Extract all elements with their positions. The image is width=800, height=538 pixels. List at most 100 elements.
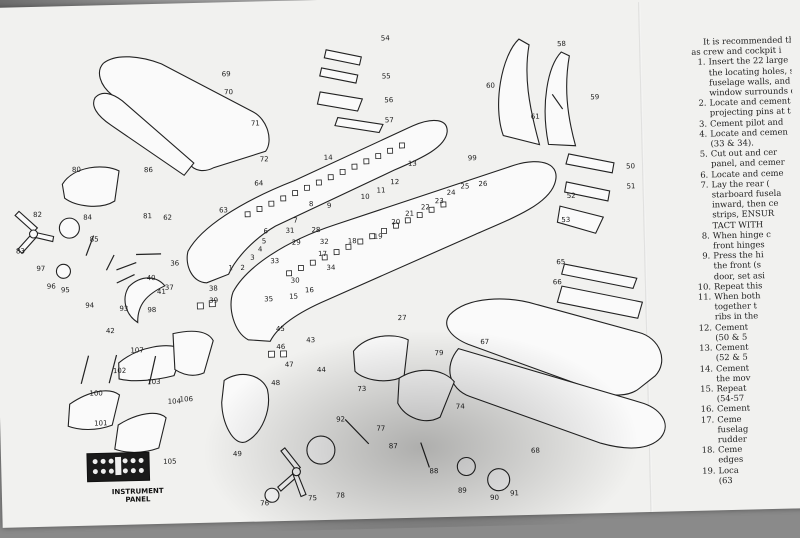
- part-number-label: 68: [531, 447, 540, 455]
- part-number-label: 31: [285, 227, 294, 235]
- part-number-label: 5: [262, 237, 267, 245]
- strip-56: [317, 91, 362, 112]
- step-number: 18.: [701, 445, 715, 456]
- stabilizer-left: [566, 153, 614, 174]
- guard-42: [124, 278, 165, 323]
- step-number: 3.: [693, 118, 707, 129]
- part-number-label: 1: [228, 264, 233, 272]
- part-number-label: 46: [276, 343, 286, 351]
- part-number-label: 87: [389, 442, 398, 450]
- part-number-label: 2: [240, 264, 245, 272]
- step-number: 4.: [693, 128, 707, 139]
- part-number-label: 91: [510, 489, 519, 497]
- panel-label-line2: PANEL: [112, 495, 164, 504]
- part-number-label: 102: [113, 367, 127, 375]
- step-text: Locate and cemen: [710, 126, 788, 138]
- canopy-49: [221, 374, 270, 443]
- part-number-label: 63: [219, 206, 228, 214]
- step-number: 8.: [696, 230, 710, 241]
- spinner-85: [59, 218, 79, 238]
- part-number-label: 39: [209, 297, 218, 305]
- assembly-instructions: It is recommended tha as crew and cockpi…: [691, 34, 800, 506]
- part-number-label: 100: [89, 389, 103, 397]
- part-number-label: 28: [311, 226, 320, 234]
- part-number-label: 34: [326, 264, 336, 272]
- part-number-label: 71: [251, 119, 260, 127]
- part-number-label: 82: [33, 211, 42, 219]
- part-number-label: 95: [61, 286, 70, 294]
- part-number-label: 58: [557, 40, 566, 48]
- part-number-label: 35: [264, 295, 273, 303]
- step-text: Cement: [715, 342, 748, 353]
- instrument-panel: [87, 452, 150, 482]
- engine-78: [307, 436, 336, 465]
- part-number-label: 22: [421, 203, 430, 211]
- step-text: ribs in the: [715, 311, 759, 322]
- tail-fin-right: [544, 52, 576, 147]
- part-number-label: 41: [157, 288, 166, 296]
- spinner-89: [457, 457, 475, 475]
- step-number: 2.: [692, 98, 706, 109]
- part-number-label: 96: [47, 282, 57, 290]
- step-number: 6.: [694, 169, 708, 180]
- panel-104: [114, 413, 167, 453]
- step-text: Ceme: [718, 444, 743, 455]
- part-number-label: 4: [258, 245, 263, 253]
- part-number-label: 103: [147, 378, 161, 386]
- step-text: Cement: [717, 403, 750, 414]
- part-number-label: 64: [254, 179, 264, 187]
- part-number-label: 20: [391, 218, 400, 226]
- step-number: 15.: [699, 383, 713, 394]
- part-number-label: 92: [336, 415, 345, 423]
- part-number-label: 99: [468, 154, 477, 162]
- part-number-label: 84: [83, 214, 93, 222]
- nacelle-left: [62, 166, 120, 207]
- instruction-step: (63: [702, 473, 800, 486]
- part-number-label: 27: [398, 314, 407, 322]
- part-number-label: 98: [147, 306, 156, 314]
- step-number: 12.: [698, 322, 712, 333]
- wing-strip-65: [561, 262, 637, 290]
- step-text: strips, ENSUR: [712, 208, 774, 220]
- nacelle-lower: [353, 335, 409, 381]
- part-number-label: 10: [361, 193, 370, 201]
- part-number-label: 48: [271, 379, 280, 387]
- part-number-label: 61: [531, 113, 540, 121]
- step-number: 13.: [698, 343, 712, 354]
- part-number-label: 24: [447, 189, 457, 197]
- part-number-label: 50: [626, 162, 635, 170]
- tail-fin-left: [497, 39, 540, 146]
- part-number-label: 32: [320, 238, 329, 246]
- step-text: Loca: [718, 464, 739, 474]
- step-text: edges: [718, 454, 743, 465]
- part-number-label: 45: [276, 325, 285, 333]
- part-number-label: 72: [260, 155, 269, 163]
- strip-54: [324, 49, 361, 66]
- part-number-label: 74: [456, 403, 466, 411]
- part-number-label: 19: [374, 232, 383, 240]
- part-number-label: 23: [435, 197, 444, 205]
- part-number-label: 8: [309, 200, 314, 208]
- part-number-label: 51: [626, 182, 635, 190]
- part-number-label: 56: [384, 96, 394, 104]
- step-text: (63: [719, 475, 733, 485]
- part-number-label: 44: [317, 366, 327, 374]
- part-number-label: 101: [94, 419, 108, 427]
- part-number-label: 7: [293, 217, 298, 225]
- step-text: (54-57: [717, 393, 745, 404]
- strip-55: [320, 67, 358, 84]
- part-number-label: 85: [90, 235, 99, 243]
- step-text: Cement: [716, 362, 749, 373]
- part-number-label: 18: [348, 237, 357, 245]
- part-number-label: 90: [490, 494, 499, 502]
- part-number-label: 16: [305, 286, 315, 294]
- step-number: 16.: [700, 404, 714, 415]
- instrument-panel-label: INSTRUMENT PANEL: [112, 487, 164, 504]
- propeller-lower: [277, 447, 306, 497]
- part-number-label: 78: [336, 491, 345, 499]
- spinner-96: [56, 264, 70, 278]
- step-number: 1.: [691, 57, 705, 68]
- part-number-label: 105: [163, 458, 177, 466]
- part-number-label: 76: [260, 499, 270, 507]
